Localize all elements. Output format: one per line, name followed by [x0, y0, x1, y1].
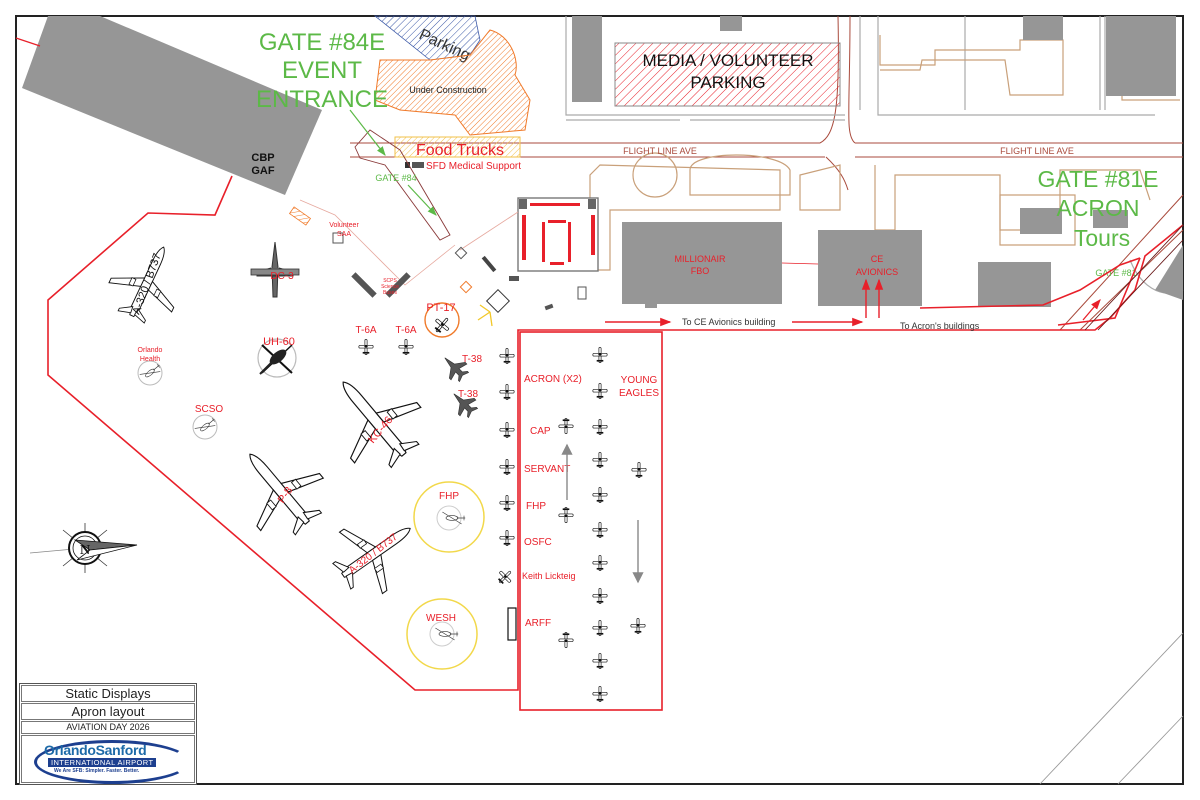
svg-text:N: N [80, 543, 90, 558]
aircraft-uh60 [257, 338, 297, 378]
title-aviation-day: AVIATION DAY 2026 [21, 721, 195, 734]
media-volunteer-parking [614, 42, 841, 107]
gate-84e-line2: EVENT [282, 57, 362, 84]
scps-buses [351, 272, 411, 298]
sfd-medical-label: SFD Medical Support [426, 161, 521, 172]
building-top-right-2 [1106, 16, 1176, 96]
aircraft-pt17 [424, 302, 460, 338]
media-parking-label: MEDIA / VOLUNTEER [643, 51, 814, 70]
building-top-2 [720, 16, 742, 31]
orlando-sanford-logo: OrlandoSanford INTERNATIONAL AIRPORT We … [21, 735, 195, 784]
flight-line-ave-label-1: FLIGHT LINE AVE [623, 146, 697, 156]
row-label-osfc: OSFC [524, 537, 552, 548]
wesh-label: WESH [426, 613, 456, 624]
flight-line-ave-label-2: FLIGHT LINE AVE [1000, 146, 1074, 156]
fbo-label: FBO [691, 266, 710, 276]
row-label-acron: ACRON (X2) [524, 374, 582, 385]
ce-label: CE [871, 254, 884, 264]
food-trucks-label: Food Trucks [416, 142, 504, 159]
vendor-tent-area [459, 197, 599, 272]
row-label-servant: SERVANT [524, 464, 570, 475]
t38-2-label: T-38 [458, 389, 478, 400]
young-eagles-label-1: YOUNG [621, 375, 658, 386]
to-ce-avionics-label: To CE Avionics building [682, 317, 775, 327]
row-label-keith-lickteig: Keith Lickteig [522, 571, 576, 581]
buses-label: Buses [383, 290, 397, 296]
dc3-label: DC-3 [270, 271, 294, 282]
science-label: Science [381, 284, 399, 290]
row-label-fhp: FHP [526, 501, 546, 512]
t6a-2-label: T-6A [395, 325, 416, 336]
curbs [565, 16, 1184, 294]
uh60-label: UH-60 [263, 336, 295, 348]
gate-84-label: GATE #84 [375, 173, 416, 183]
building-top-right-1 [1023, 16, 1063, 40]
heli-pad-wesh [406, 598, 478, 670]
logo-sub-text: INTERNATIONAL AIRPORT [48, 758, 157, 767]
millionair-fbo-building [622, 222, 782, 308]
under-construction-label: Under Construction [409, 85, 487, 95]
building-acron-1 [1020, 208, 1062, 234]
ce-avionics-building [818, 230, 922, 306]
scso-label: SCSO [195, 404, 224, 415]
row-label-arff: ARFF [525, 618, 551, 629]
parking-label: PARKING [690, 73, 765, 92]
building-acron-3 [978, 262, 1051, 307]
cbp-gaf-building [22, 16, 322, 195]
aircraft-dc3 [250, 241, 300, 298]
north-arrow-compass-icon: N [29, 523, 138, 573]
avionics-label: AVIONICS [856, 267, 898, 277]
row-label-cap: CAP [530, 426, 551, 437]
fhp-heli-label: FHP [439, 491, 459, 502]
gate-84e-line1: GATE #84E [259, 29, 385, 56]
logo-main-text: OrlandoSanford [44, 742, 147, 758]
young-eagles-label-2: EAGLES [619, 388, 659, 399]
t38-1-label: T-38 [462, 354, 482, 365]
title-apron-layout: Apron layout [21, 703, 195, 720]
heli-pad-fhp [413, 481, 485, 553]
title-block: Static Displays Apron layout AVIATION DA… [19, 683, 197, 785]
gate-84e-line3: ENTRANCE [256, 86, 388, 113]
building-far-right [1155, 245, 1183, 300]
gate-84-path [349, 109, 451, 241]
gaf-label: GAF [251, 165, 275, 177]
event-zone-boundary [47, 175, 1184, 691]
gate-81e-line3: Tours [1074, 225, 1130, 251]
pt17-label: PT-17 [426, 302, 455, 314]
heli-pad-orlando-health [137, 360, 164, 386]
ga-display-box [519, 331, 663, 711]
under-construction-area [374, 29, 531, 136]
orlando-health-label-2: Health [140, 356, 160, 363]
volunteer-saa-station [288, 199, 456, 286]
title-static-displays: Static Displays [21, 685, 195, 702]
to-acron-label: To Acron's buildings [900, 321, 980, 331]
gate-81e-line1: GATE #81E [1037, 166, 1158, 192]
t6a-1-label: T-6A [355, 325, 376, 336]
logo-swoosh-icon [34, 740, 190, 784]
building-top-1 [572, 16, 602, 102]
volunteer-label: Volunteer [329, 222, 359, 229]
gate-81e-line2: ACRON [1056, 195, 1139, 221]
cbp-label: CBP [251, 152, 274, 164]
gate-81-label: GATE #81 [1095, 268, 1136, 278]
orlando-health-label-1: Orlando [138, 347, 163, 354]
scps-label: SCPS [383, 278, 397, 284]
misc-equipment [454, 246, 587, 327]
millionair-label: MILLIONAIR [674, 254, 726, 264]
ga-column-left [494, 347, 517, 641]
heli-pad-scso [192, 414, 219, 440]
logo-tagline: We Are SFB: Simpler. Faster. Better. [54, 768, 140, 774]
building-acron-2 [1093, 210, 1128, 228]
saa-label: SAA [337, 231, 351, 238]
